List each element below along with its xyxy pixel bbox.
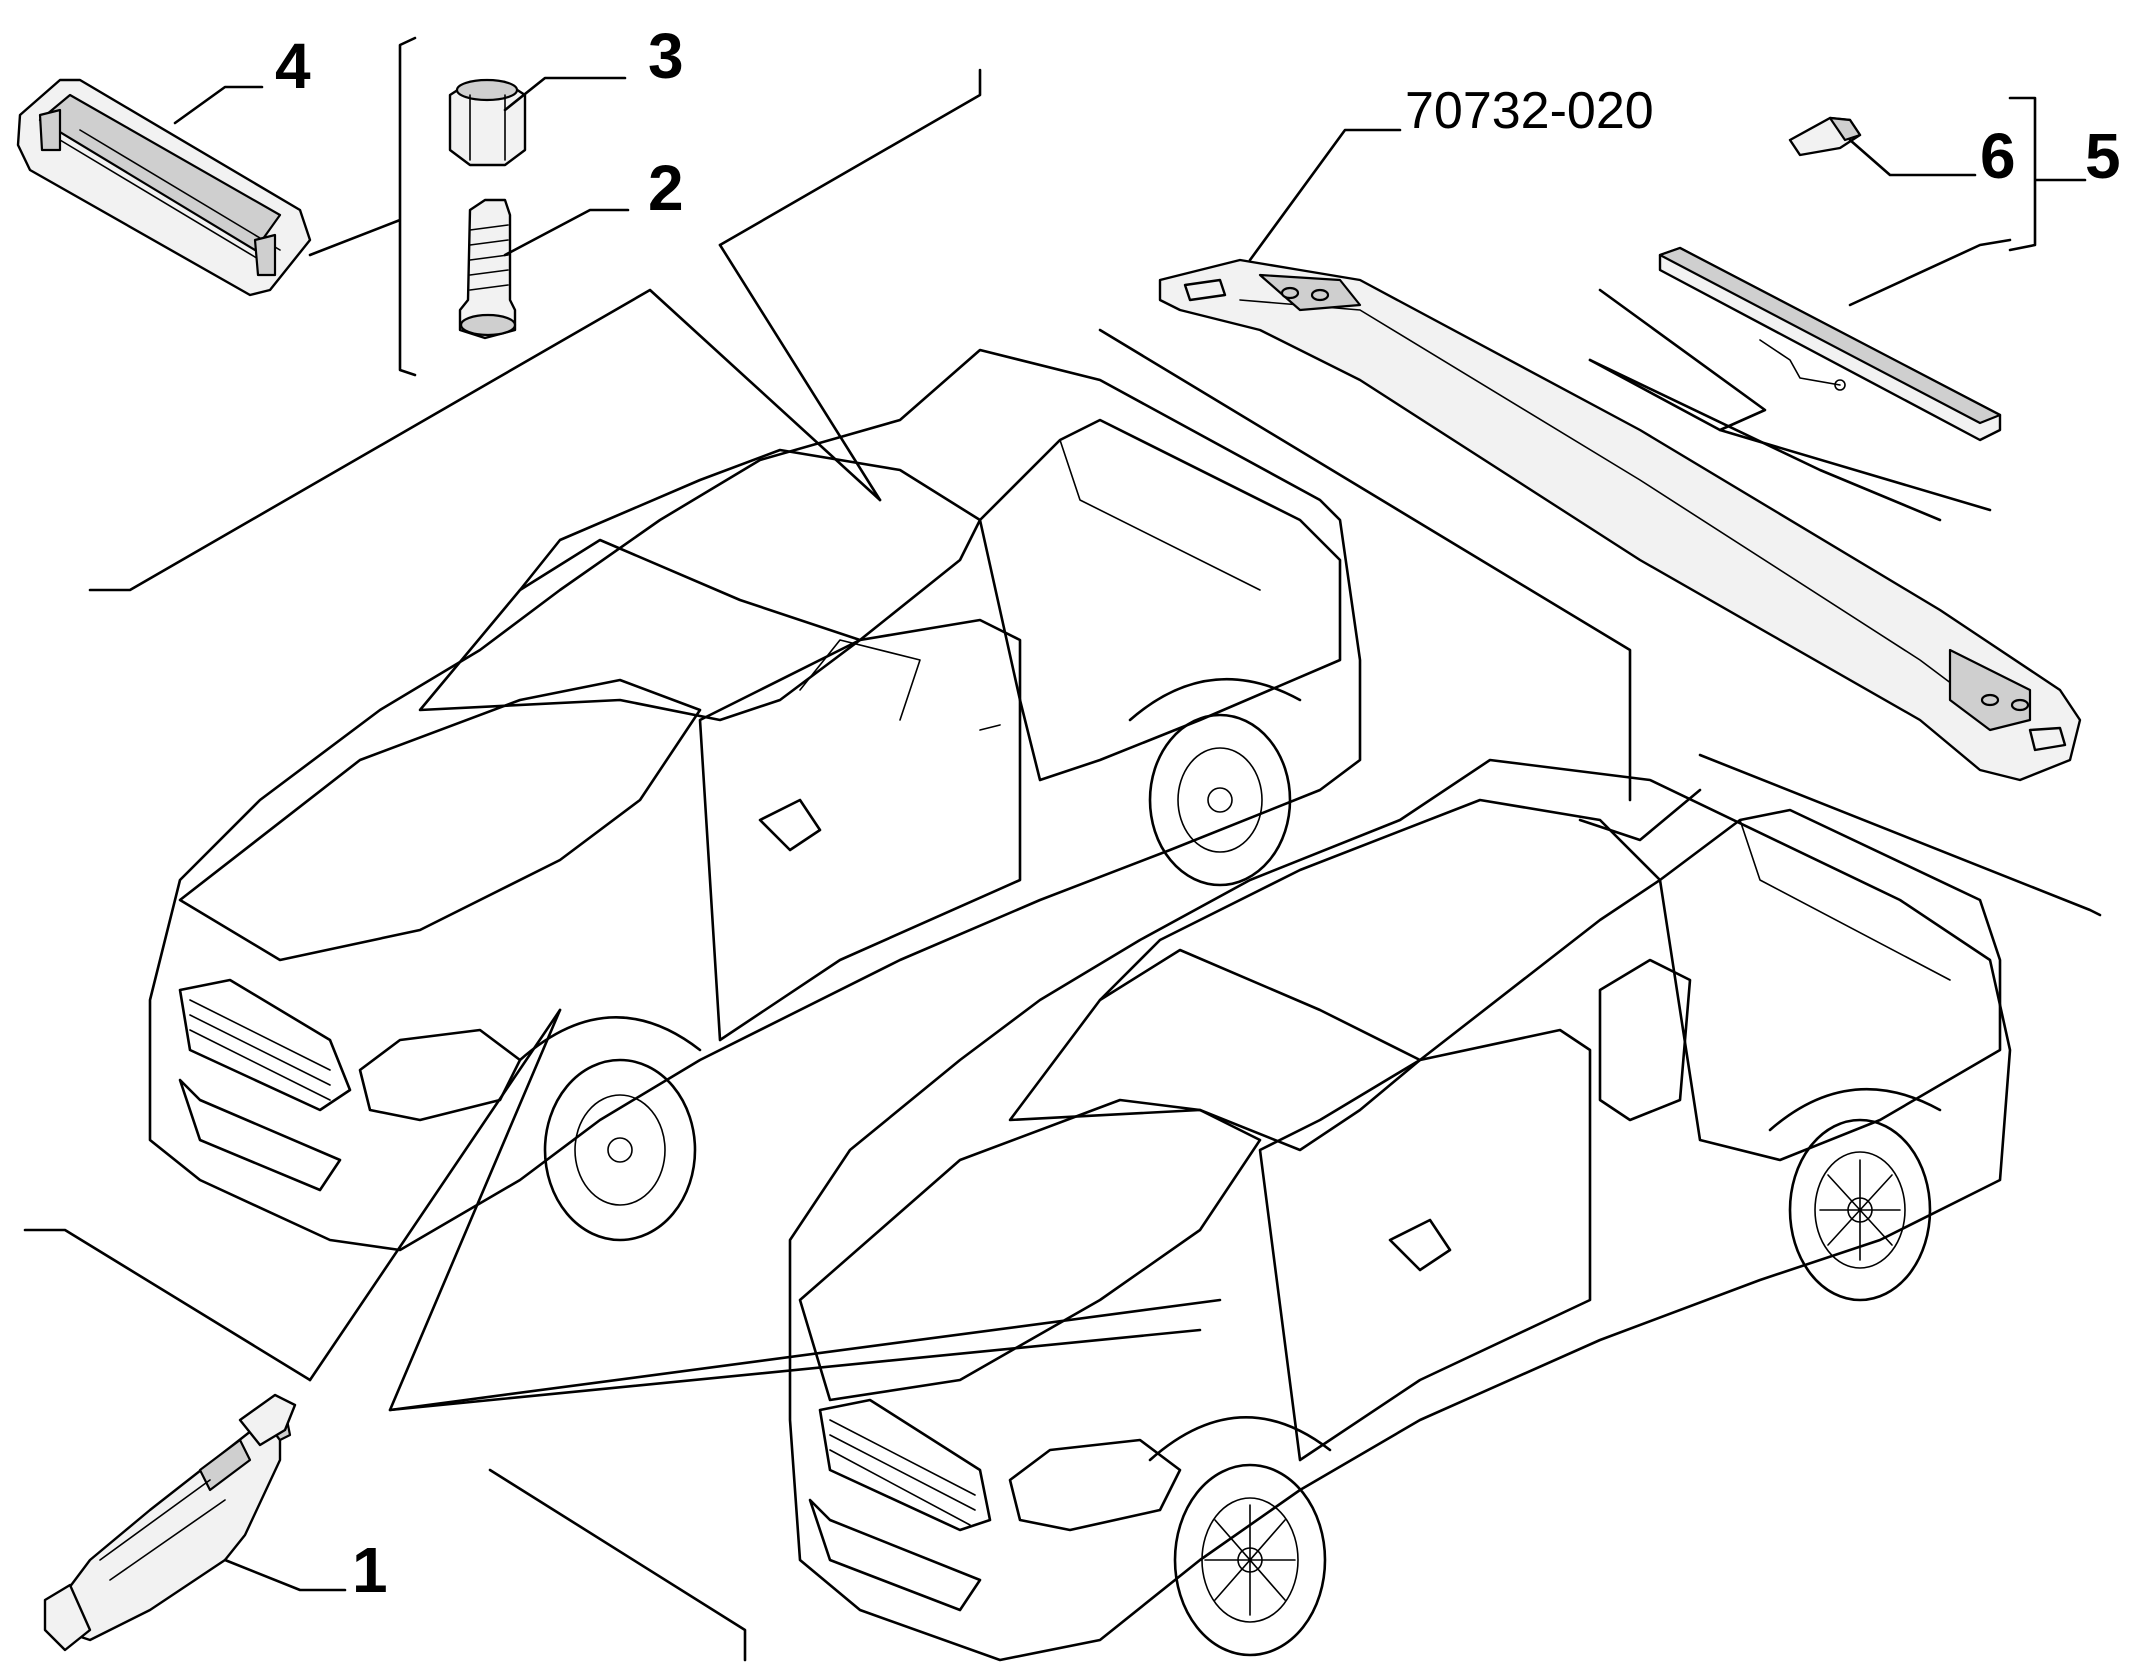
bulb-part — [1788, 116, 1862, 157]
callout-5: 5 — [2085, 120, 2121, 192]
pickup-extended-cab — [788, 758, 2012, 1662]
nut-part — [448, 78, 527, 167]
callout-1: 1 — [352, 1534, 388, 1606]
callout-4: 4 — [275, 30, 311, 102]
screw-part — [458, 198, 517, 340]
ref-code-label: 70732-020 — [1405, 82, 1654, 140]
leader-lines — [23, 36, 2102, 1662]
third-brake-light-part — [1658, 246, 2002, 442]
callout-2: 2 — [648, 152, 684, 224]
brake-switch-part — [43, 1393, 297, 1652]
roof-rail-part — [1158, 258, 2082, 782]
pickup-regular-cab — [148, 348, 1362, 1252]
callout-3: 3 — [648, 20, 684, 92]
callout-labels: 4 3 2 70732-020 6 5 1 — [275, 20, 2121, 1606]
bracket-cover-part — [16, 78, 312, 297]
callout-6: 6 — [1980, 120, 2016, 192]
